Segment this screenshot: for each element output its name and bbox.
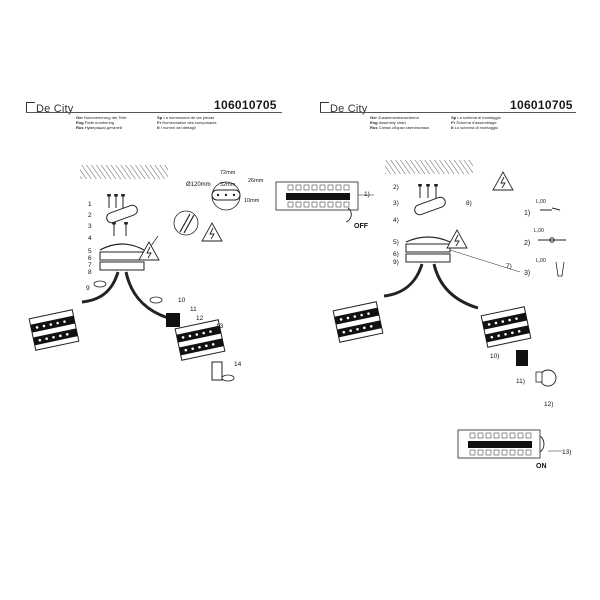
lamp-shade-right (480, 306, 532, 348)
canopy-base (99, 261, 145, 271)
part-number-labels: 1 2 3 4 5 6 7 8 9 10 11 12 13 14 (86, 201, 242, 368)
mounting-bracket (106, 204, 138, 224)
step-label: 13) (562, 449, 571, 456)
left-arm (81, 271, 120, 304)
part-number: 11 (190, 306, 197, 313)
parts-legend: Ger Nummerierung der Teile Eng Parts num… (76, 115, 217, 131)
canopy-plate (405, 243, 451, 253)
legend-column-1: Ger Zusammenbauschema Eng Assembly chart… (370, 115, 429, 131)
right-arm (124, 271, 169, 320)
part-number: 5 (88, 248, 92, 255)
dim-72: 72mm (220, 170, 236, 176)
canopy-plate (99, 251, 145, 261)
ceiling-hatch (80, 165, 168, 179)
mounting-bracket (414, 196, 446, 216)
dimension-detail: Ø120mm 72mm 32mm 26mm 10mm (186, 170, 264, 211)
wiring-step: 3) (524, 270, 530, 277)
legend-column-2: Sp La numeracion de las piezas Fr Numero… (157, 115, 217, 131)
step-label: 10) (490, 353, 499, 360)
part-number: 12 (196, 315, 204, 322)
wiring-label: L,00 (534, 228, 544, 234)
lamp-shade-left (28, 309, 80, 351)
assembly-diagram: OFF 1) 1) L,00 2) L,00 3) L,00 (275, 160, 571, 470)
terminal-block-on: ON 13) (457, 429, 571, 470)
lamp-socket (166, 313, 180, 327)
part-number: 9 (86, 285, 90, 292)
dim-10: 10mm (244, 198, 260, 204)
ceiling-hatch (385, 160, 473, 174)
product-code-right: 106010705 (510, 98, 573, 112)
right-arm (432, 263, 479, 310)
rotation-arrow-icon (221, 374, 235, 382)
assembly-legend: Ger Zusammenbauschema Eng Assembly chart… (370, 115, 501, 131)
leader-line (449, 249, 521, 273)
part-number: 1 (88, 201, 92, 208)
diameter-label: Ø120mm (186, 182, 211, 188)
electric-warning-icon (446, 229, 468, 249)
dim-26: 26mm (248, 178, 264, 184)
mounting-screws (106, 193, 126, 209)
step-label: 3) (393, 200, 399, 207)
electric-warning-icon (492, 171, 514, 191)
legend-column-1: Ger Nummerierung der Teile Eng Parts num… (76, 115, 127, 131)
step-label: 4) (393, 217, 399, 224)
wiring-step: 2) (524, 240, 530, 247)
parts-diagram: Ø120mm 72mm 32mm 26mm 10mm 1 2 3 4 5 6 7… (28, 165, 264, 382)
canopy-cover (405, 236, 451, 243)
mounting-screws (417, 183, 439, 199)
step-label: 7) (506, 263, 512, 270)
wiring-label: L,00 (536, 258, 546, 264)
lamp-socket (516, 350, 528, 366)
step-label: 1) (364, 191, 370, 198)
rotation-arrow-icon (149, 296, 163, 304)
switch-on-label: ON (536, 463, 547, 470)
wiring-label: L,00 (536, 199, 546, 205)
bracket-screws (111, 221, 129, 237)
light-bulb-icon (535, 369, 557, 387)
lamp-shade-left (332, 301, 384, 343)
part-number: 3 (88, 223, 92, 230)
electric-warning-icon (138, 241, 160, 261)
part-number: 10 (178, 297, 186, 304)
canopy-cover (99, 243, 145, 251)
step-label: 6) (393, 251, 399, 258)
part-number: 14 (234, 361, 242, 368)
terminal-block-off: OFF 1) (275, 181, 374, 230)
wiring-step: 1) (524, 210, 530, 217)
legend-column-2: Sp La schema di montaggio Fr Schema d'as… (451, 115, 501, 131)
product-code: 106010705 (214, 98, 277, 112)
dim-32: 32mm (220, 182, 236, 188)
part-number: 8 (88, 269, 92, 276)
part-number: 13 (216, 323, 224, 330)
header-rule-right (320, 112, 576, 113)
step-label: 8) (466, 200, 472, 207)
canopy-base (405, 253, 451, 263)
step-label: 12) (544, 401, 553, 408)
part-number: 2 (88, 212, 92, 219)
header-rule (26, 112, 282, 113)
step-label: 11) (516, 378, 525, 385)
switch-off-label: OFF (354, 223, 369, 230)
step-label: 2) (393, 184, 399, 191)
lamp-ring (211, 361, 223, 381)
step-labels: 2) 3) 4) 5) 6) 7) 8) 9) 10) 11) 12) (393, 184, 553, 408)
part-number: 4 (88, 235, 92, 242)
part-number: 7 (88, 262, 92, 269)
rotation-arrow-icon (93, 280, 107, 288)
step-label: 5) (393, 239, 399, 246)
left-arm (383, 263, 424, 298)
step-label: 9) (393, 259, 399, 266)
wiring-steps: 1) L,00 2) L,00 3) L,00 (524, 199, 566, 277)
electric-warning-icon (201, 222, 223, 242)
detail-callout (173, 210, 199, 236)
part-number: 6 (88, 255, 92, 262)
